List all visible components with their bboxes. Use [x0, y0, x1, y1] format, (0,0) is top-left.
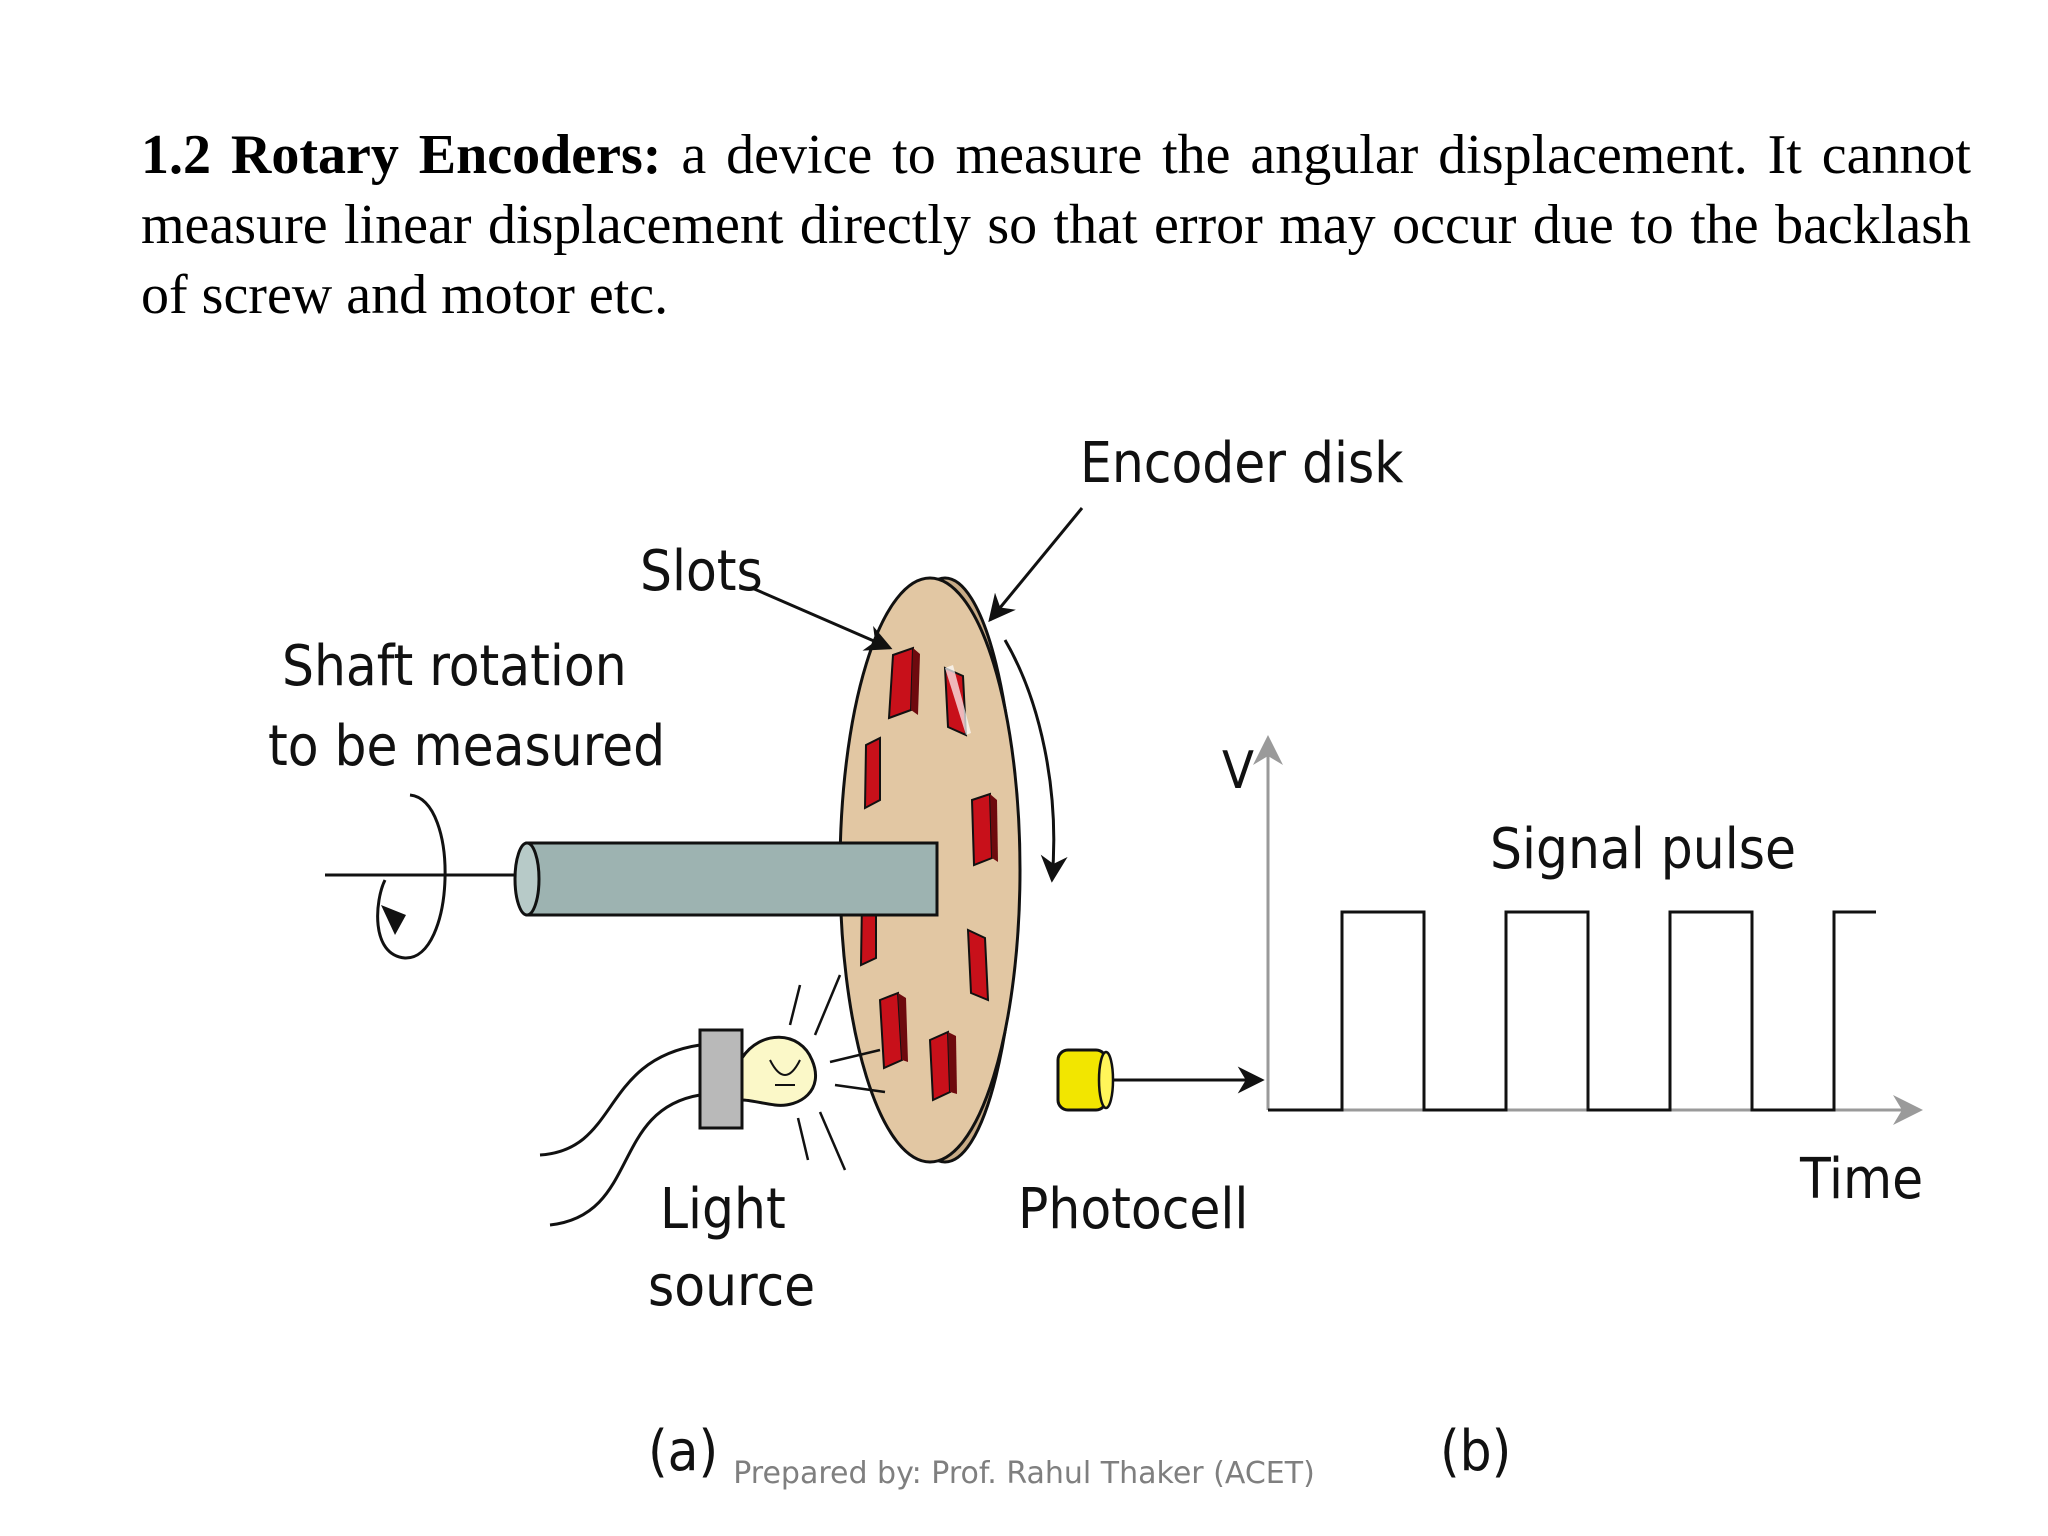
label-panel-b: (b)	[1440, 1419, 1511, 1484]
disk-slots	[859, 646, 998, 1102]
label-light-line2: source	[648, 1254, 815, 1319]
slot	[928, 1030, 957, 1102]
label-slots: Slots	[640, 539, 763, 604]
label-shaft-rotation-line1: Shaft rotation	[282, 634, 627, 699]
signal-pulse-waveform	[1268, 910, 1876, 1112]
shaft	[513, 841, 939, 917]
slot	[863, 736, 881, 810]
label-v-axis: V	[1222, 741, 1254, 801]
light-rays	[788, 974, 886, 1171]
photocell	[1056, 1048, 1265, 1112]
slot	[966, 928, 990, 1002]
slots-leader	[751, 586, 893, 651]
slot	[943, 665, 971, 737]
label-panel-a: (a)	[648, 1419, 718, 1484]
slot	[887, 646, 920, 720]
label-time-axis: Time	[1799, 1147, 1923, 1212]
label-encoder-disk: Encoder disk	[1080, 431, 1404, 496]
signal-axes	[1253, 735, 1923, 1125]
light-source	[539, 974, 886, 1227]
shaft-rotation-arrow	[325, 793, 520, 960]
footer-credit: Prepared by: Prof. Rahul Thaker (ACET)	[733, 1456, 1315, 1491]
disk-rotation-arrow	[1003, 639, 1068, 883]
encoder-disk-leader	[988, 507, 1084, 623]
slot	[878, 991, 908, 1070]
slide-heading: 1.2 Rotary Encoders: a device to measure…	[141, 120, 1971, 330]
label-shaft-rotation-line2: to be measured	[268, 714, 665, 779]
label-photocell: Photocell	[1018, 1177, 1248, 1242]
slot	[970, 792, 998, 867]
slide-description: a device to measure the angular displace…	[141, 124, 1971, 326]
label-signal-pulse: Signal pulse	[1490, 817, 1796, 882]
label-light-line1: Light	[660, 1177, 786, 1242]
slide-title: 1.2 Rotary Encoders:	[141, 124, 662, 186]
